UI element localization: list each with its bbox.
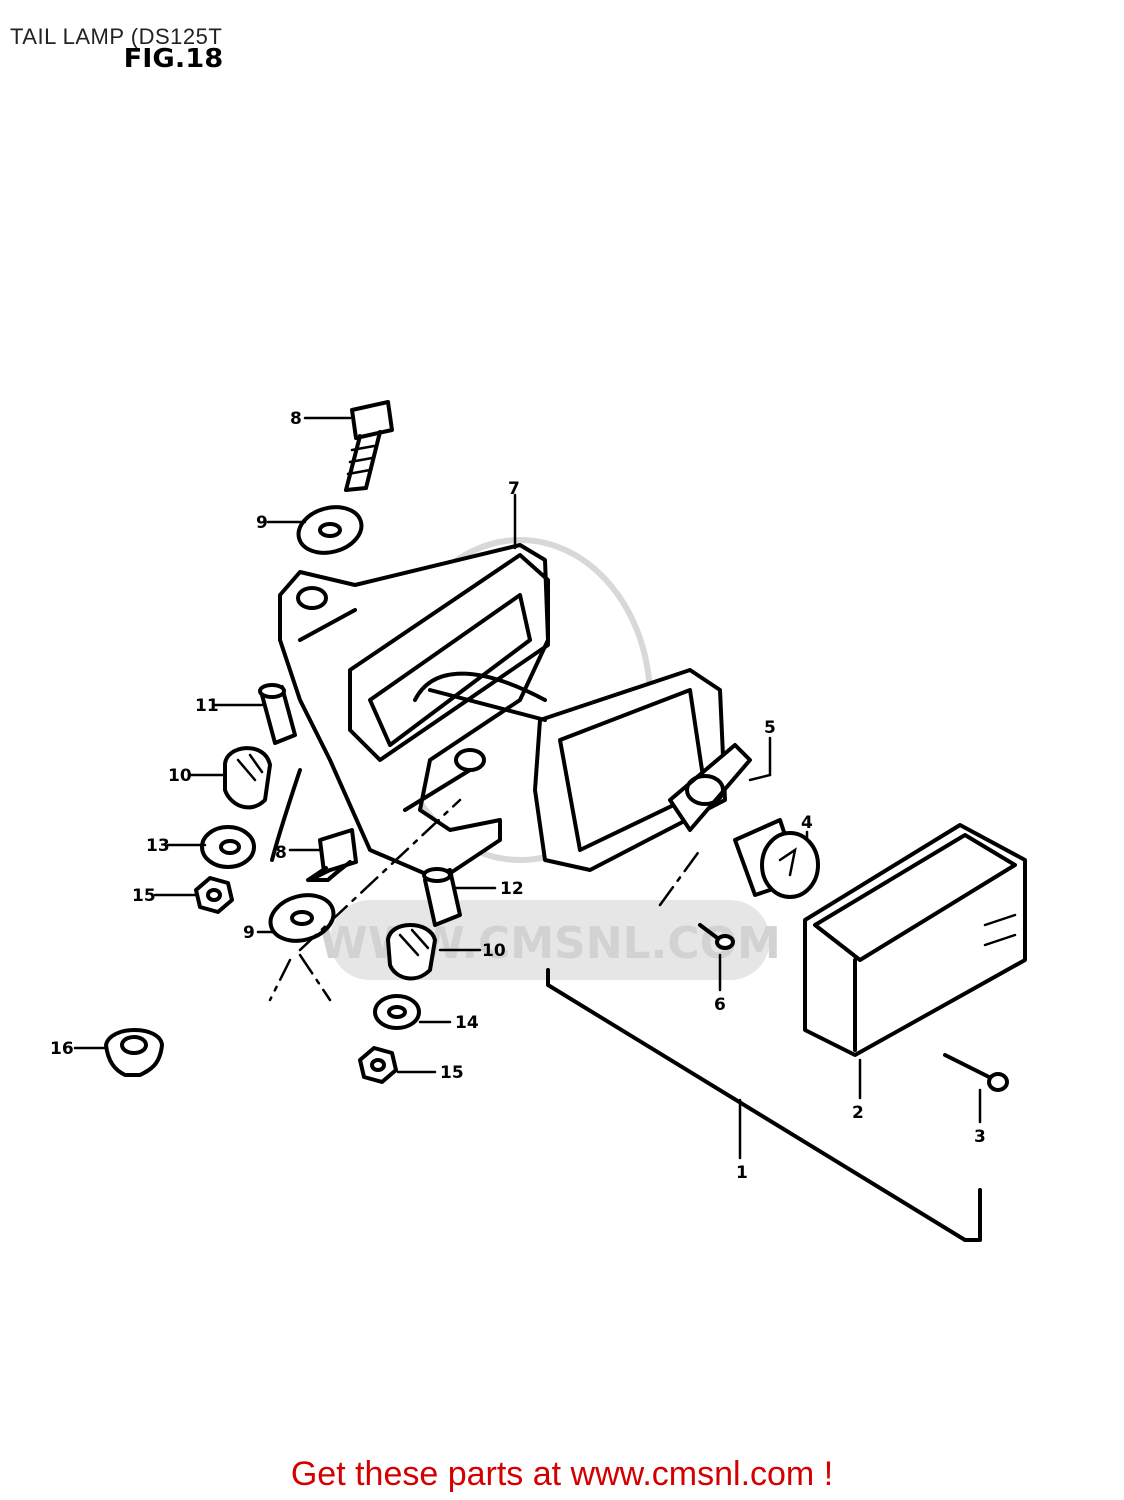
part-washer-lower: [268, 893, 336, 943]
part-lens-screw: [943, 1053, 1009, 1092]
callout-10-left: 10: [168, 766, 192, 786]
callout-1: 1: [736, 1163, 748, 1183]
callout-12: 12: [500, 879, 524, 899]
part-lens: [803, 823, 1027, 1057]
part-reflector: [413, 668, 727, 872]
assembly-bracket: [546, 968, 982, 1242]
callout-3: 3: [974, 1127, 986, 1147]
wire-cable: [270, 768, 302, 862]
part-washer-13: [200, 825, 256, 869]
part-spacer-11: [258, 683, 297, 745]
part-housing: [278, 543, 550, 882]
callout-16: 16: [50, 1039, 74, 1059]
part-spacer-12: [422, 867, 462, 927]
callout-7: 7: [508, 479, 520, 499]
part-washer-top: [296, 505, 364, 555]
part-cushion-left: [223, 746, 272, 810]
callout-14: 14: [455, 1013, 479, 1033]
callout-15-left: 15: [132, 886, 156, 906]
callout-11: 11: [195, 696, 219, 716]
callout-8-top: 8: [290, 409, 302, 429]
callout-labels: 8 9 7 11 10 13 15 8 9 12 10 14 15 16 5 4…: [50, 409, 986, 1183]
callout-5: 5: [764, 718, 776, 738]
callout-2: 2: [852, 1103, 864, 1123]
callout-6: 6: [714, 995, 726, 1015]
footer-cta-link[interactable]: Get these parts at www.cmsnl.com !: [290, 1455, 834, 1493]
part-screw-small: [698, 923, 735, 950]
part-socket-plate: [668, 743, 752, 832]
part-bolt-top: [344, 400, 394, 492]
callout-9-top: 9: [256, 513, 268, 533]
callout-15-right: 15: [440, 1063, 464, 1083]
part-bolt-lower: [306, 828, 358, 882]
part-bulb: [733, 818, 820, 899]
part-nut-left: [194, 876, 234, 914]
callout-9-lower: 9: [243, 923, 255, 943]
part-grommet: [104, 1028, 164, 1077]
callout-13: 13: [146, 836, 170, 856]
callout-4: 4: [801, 813, 813, 833]
page-title: TAIL LAMP (DS125T: [10, 24, 223, 49]
part-cushion-right: [386, 923, 437, 981]
figure-label: FIG.18: [123, 44, 224, 74]
callout-10-right: 10: [482, 941, 506, 961]
part-nut-right: [358, 1046, 398, 1084]
callout-8-lower: 8: [275, 843, 287, 863]
assembly-guide-lines: [268, 798, 702, 1002]
leader-lines: [73, 416, 982, 1160]
part-washer-14: [373, 994, 421, 1030]
